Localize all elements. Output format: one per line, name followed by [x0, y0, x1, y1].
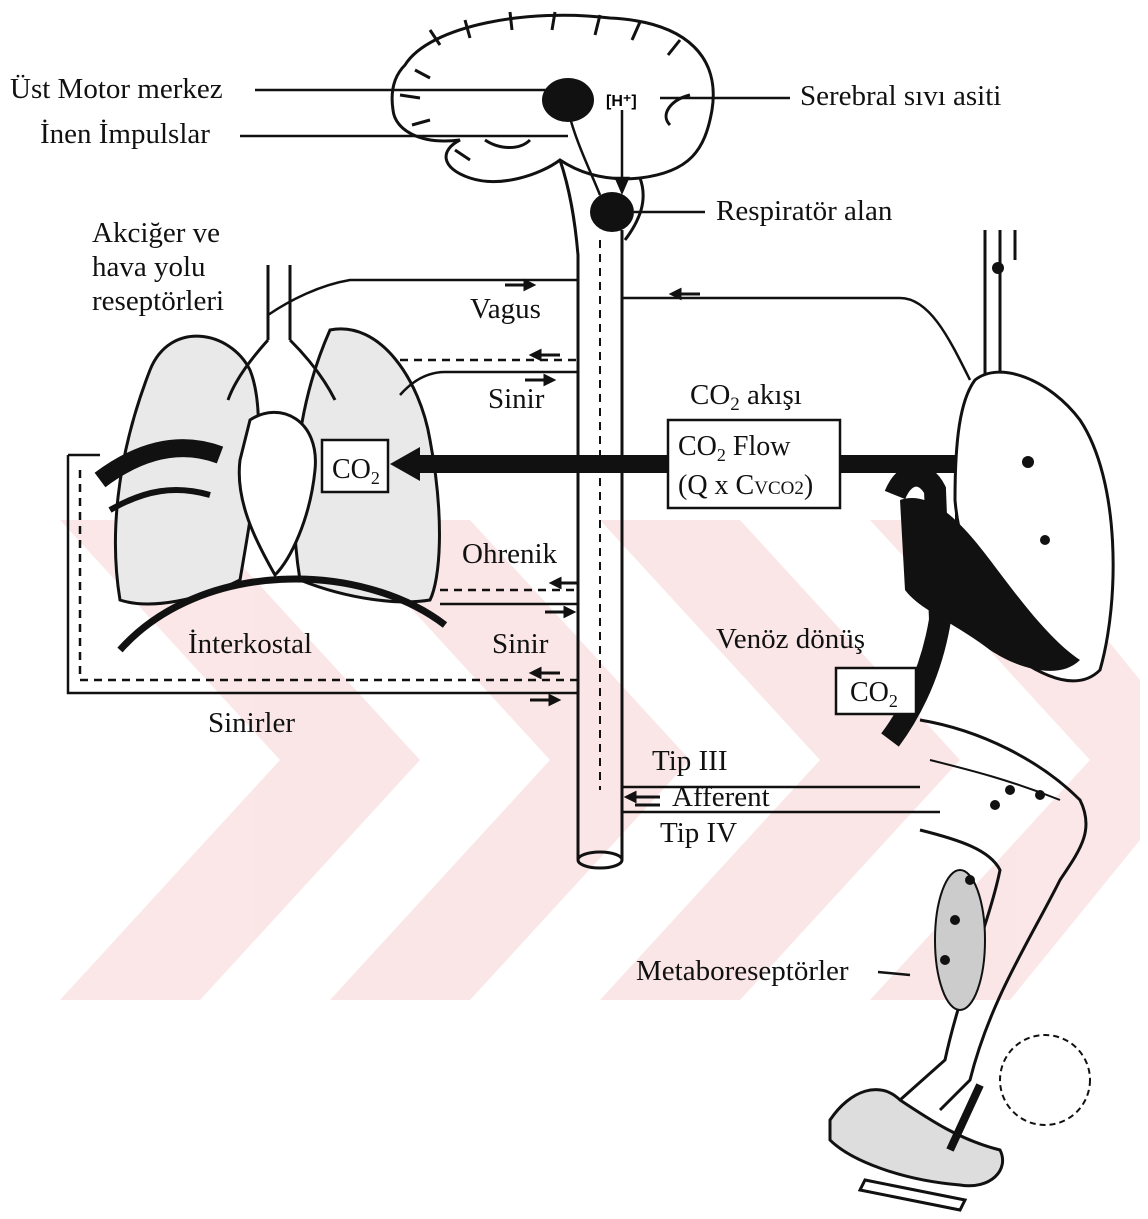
upper-motor-center-label: Üst Motor merkez — [10, 73, 223, 105]
lung-receptors-label-2: hava yolu — [92, 251, 206, 283]
motor-center-dot — [542, 78, 594, 122]
respiratory-area-dot — [590, 192, 634, 232]
intercostal-label: İnterkostal — [188, 628, 312, 660]
descending-impulses-label: İnen İmpulslar — [40, 118, 210, 150]
nerves-label: Sinirler — [208, 707, 295, 739]
cerebral-fluid-acidity-label: Serebral sıvı asiti — [800, 80, 1001, 112]
co2-flow-caption: CO2 akışı — [690, 379, 802, 415]
phrenic-label: Ohrenik — [462, 538, 558, 570]
type-iii-label: Tip III — [652, 745, 727, 777]
lungs-illustration — [100, 265, 445, 650]
respiratory-area-label: Respiratör alan — [716, 195, 893, 227]
brain-illustration — [392, 12, 713, 300]
afferent-label: Afferent — [672, 781, 770, 813]
nerve-lower-label: Sinir — [492, 628, 549, 660]
vagus-label: Vagus — [470, 293, 541, 325]
lung-receptors-label-1: Akciğer ve — [92, 217, 220, 249]
nerve-upper-label: Sinir — [488, 383, 545, 415]
co2-flow-line1: CO2 Flow — [678, 431, 791, 465]
type-iv-label: Tip IV — [660, 817, 737, 849]
venous-return-label: Venöz dönüş — [716, 623, 865, 655]
metaboreceptors-label: Metaboreseptörler — [636, 955, 849, 987]
h-ion-label: [H⁺] — [606, 93, 637, 110]
lung-receptors-label-3: reseptörleri — [92, 285, 224, 317]
